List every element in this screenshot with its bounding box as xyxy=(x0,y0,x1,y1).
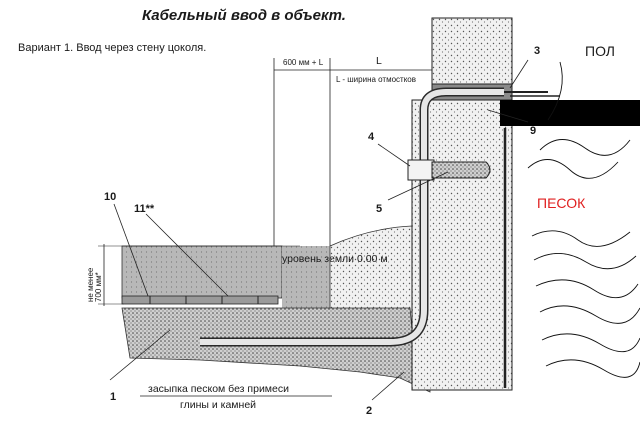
dim-l-description: L - ширина отмостков xyxy=(336,75,416,84)
callout-3: 3 xyxy=(534,45,540,57)
sand-scribbles xyxy=(527,61,640,378)
callout-1: 1 xyxy=(110,391,116,403)
upper-wall xyxy=(431,17,513,85)
floor-slab xyxy=(500,100,640,126)
foundation-wall xyxy=(411,99,513,391)
ground-level-label: уровень земли 0.00 м xyxy=(282,253,388,265)
callout-2: 2 xyxy=(366,405,372,417)
wall-sleeve xyxy=(407,159,435,181)
diagram-title: Кабельный ввод в объект. xyxy=(142,7,346,24)
callout-10: 10 xyxy=(104,191,116,203)
warning-tape xyxy=(121,295,279,305)
backfill-note-line1: засыпка песком без примеси xyxy=(148,383,289,395)
callout-4: 4 xyxy=(368,131,375,143)
blind-area-mound xyxy=(329,225,413,313)
diagram-subtitle: Вариант 1. Ввод через стену цоколя. xyxy=(18,42,206,54)
depth-label-line2: 700 мм* xyxy=(94,272,103,302)
floor-note: ПОЛ xyxy=(585,43,615,59)
dim-offset-label: 600 мм + L xyxy=(283,58,324,67)
soil-layer xyxy=(121,245,283,299)
callout-5: 5 xyxy=(376,203,382,215)
backfill-note-line2: глины и камней xyxy=(180,399,256,411)
anchor-bolt xyxy=(431,161,491,179)
sand-bedding xyxy=(121,307,431,393)
depth-label-line1: не менее xyxy=(86,267,95,302)
sand-note: ПЕСОК xyxy=(537,195,586,211)
callout-leaders xyxy=(109,59,529,401)
callout-9: 9 xyxy=(530,125,536,137)
cable-pipe xyxy=(200,89,504,345)
callout-11: 11** xyxy=(134,203,155,215)
dim-l-label: L xyxy=(376,55,382,67)
